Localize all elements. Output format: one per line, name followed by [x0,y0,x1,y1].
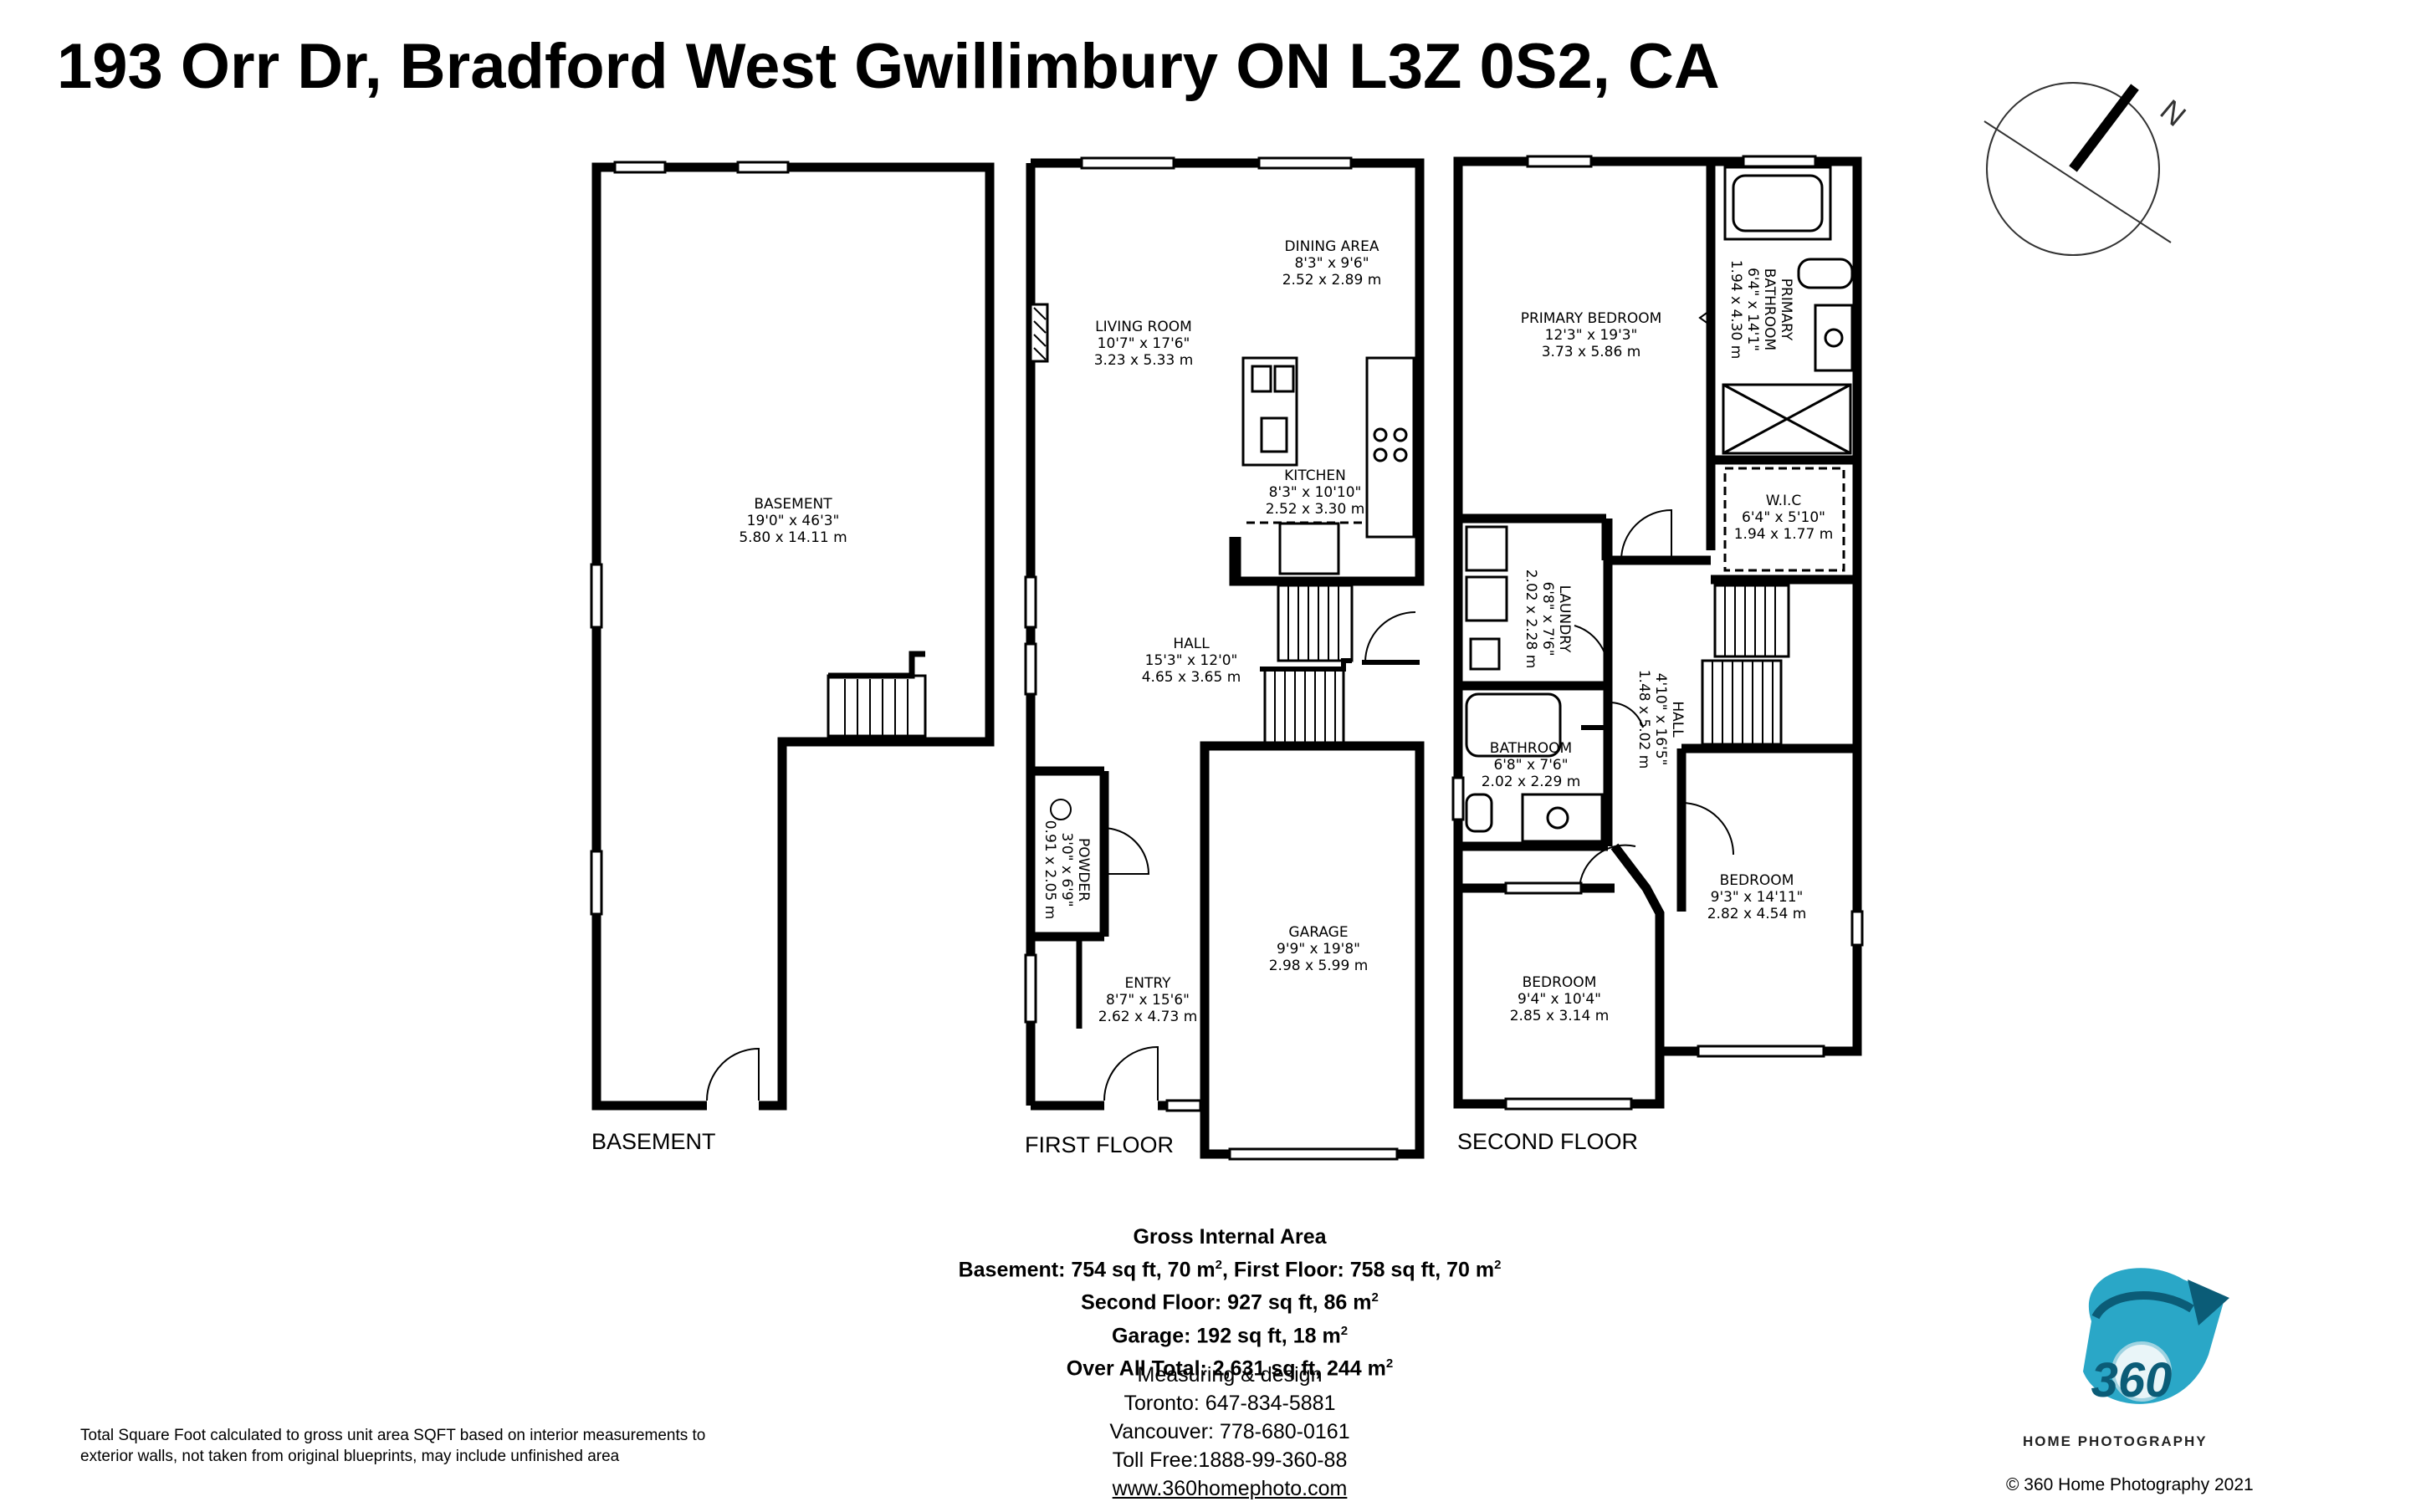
website-link[interactable]: www.360homephoto.com [1112,1477,1348,1500]
room-label-kitchen: KITCHEN 8'3" x 10'10" 2.52 x 3.30 m [1266,467,1365,518]
room-label-bedroom-right: BEDROOM 9'3" x 14'11" 2.82 x 4.54 m [1707,872,1807,922]
svg-text:2.98 x 5.99 m: 2.98 x 5.99 m [1269,958,1369,974]
svg-text:1.94 x 4.30 m: 1.94 x 4.30 m [1727,260,1744,360]
svg-text:9'9" x 19'8": 9'9" x 19'8" [1277,941,1360,958]
page-title: 193 Orr Dr, Bradford West Gwillimbury ON… [57,31,1720,102]
svg-text:10'7" x 17'6": 10'7" x 17'6" [1098,335,1190,352]
logo-number: 360 [2091,1353,2173,1407]
basement-plan [590,161,995,1111]
svg-text:2.85 x 3.14 m: 2.85 x 3.14 m [1510,1008,1610,1024]
svg-text:1.94 x 1.77 m: 1.94 x 1.77 m [1734,526,1834,543]
floor-label-second: SECOND FLOOR [1457,1129,1638,1154]
svg-text:0.91 x 2.05 m: 0.91 x 2.05 m [1042,820,1058,920]
room-label-primary-bedroom: PRIMARY BEDROOM 12'3" x 19'3" 3.73 x 5.8… [1521,310,1662,360]
svg-text:PRIMARY: PRIMARY [1778,278,1794,341]
room-label-primary-bathroom: PRIMARY BATHROOM 6'4" x 14'1" 1.94 x 4.3… [1727,260,1794,360]
svg-text:BATHROOM: BATHROOM [1761,268,1778,350]
svg-text:1.48 x 5.02 m: 1.48 x 5.02 m [1635,670,1652,769]
room-label-wic: W.I.C 6'4" x 5'10" 1.94 x 1.77 m [1734,493,1834,543]
area-line-1: Basement: 754 sq ft, 70 m2, First Floor:… [958,1258,1502,1282]
svg-text:2.62 x 4.73 m: 2.62 x 4.73 m [1098,1009,1198,1025]
room-label-laundry: LAUNDRY 6'8" x 7'6" 2.02 x 2.28 m [1523,570,1573,669]
svg-text:6'8" x 7'6": 6'8" x 7'6" [1493,757,1568,774]
area-line-3: Garage: 192 sq ft, 18 m2 [1111,1323,1349,1347]
svg-text:BATHROOM: BATHROOM [1490,740,1572,757]
svg-text:15'3" x 12'0": 15'3" x 12'0" [1145,652,1238,669]
contact-line-1: Measuring & design [1137,1363,1323,1387]
contact-info: Measuring & design Toronto: 647-834-5881… [970,1361,1489,1503]
svg-text:HALL: HALL [1669,701,1686,738]
svg-text:6'4" x 14'1": 6'4" x 14'1" [1744,268,1761,351]
room-label-powder: POWDER 3'0" x 6'9" 0.91 x 2.05 m [1042,820,1092,920]
svg-text:BEDROOM: BEDROOM [1720,872,1794,889]
svg-text:4.65 x 3.65 m: 4.65 x 3.65 m [1142,669,1241,686]
copyright: © 360 Home Photography 2021 [2006,1475,2254,1494]
compass-north-label: N [2154,93,2193,133]
area-line-4: Over All Total: 2,631 sq ft, 244 m2 [1066,1356,1394,1381]
svg-text:2.82 x 4.54 m: 2.82 x 4.54 m [1707,906,1807,922]
svg-text:HALL: HALL [1173,636,1210,652]
room-label-hall-second: HALL 4'10" x 16'5" 1.48 x 5.02 m [1635,670,1686,769]
svg-text:BASEMENT: BASEMENT [754,496,832,513]
svg-text:6'8" x 7'6": 6'8" x 7'6" [1539,581,1556,656]
svg-text:4'10" x 16'5": 4'10" x 16'5" [1652,673,1669,766]
room-label-basement: BASEMENT 19'0" x 46'3" 5.80 x 14.11 m [739,496,847,546]
floor-label-first: FIRST FLOOR [1025,1132,1174,1157]
floor-label-basement: BASEMENT [591,1129,716,1154]
room-label-garage: GARAGE 9'9" x 19'8" 2.98 x 5.99 m [1269,924,1369,974]
svg-text:5.80 x 14.11 m: 5.80 x 14.11 m [739,529,847,546]
svg-text:8'3" x 10'10": 8'3" x 10'10" [1269,484,1362,501]
disclaimer-note: Total Square Foot calculated to gross un… [80,1427,706,1465]
svg-text:DINING AREA: DINING AREA [1285,238,1379,255]
svg-text:9'4" x 10'4": 9'4" x 10'4" [1518,991,1601,1008]
second-floor-plan [1451,155,1864,1111]
svg-text:9'3" x 14'11": 9'3" x 14'11" [1711,889,1804,906]
svg-text:12'3" x 19'3": 12'3" x 19'3" [1545,327,1638,344]
room-label-entry: ENTRY 8'7" x 15'6" 2.62 x 4.73 m [1098,975,1198,1025]
contact-vancouver: Vancouver: 778-680-0161 [1109,1420,1350,1443]
gross-internal-area: Gross Internal Area Basement: 754 sq ft,… [903,1223,1556,1382]
svg-text:3'0" x 6'9": 3'0" x 6'9" [1058,832,1075,907]
svg-text:3.23 x 5.33 m: 3.23 x 5.33 m [1094,352,1194,369]
north-compass: N [1983,82,2193,256]
svg-text:8'3" x 9'6": 8'3" x 9'6" [1294,255,1369,272]
room-label-living: LIVING ROOM 10'7" x 17'6" 3.23 x 5.33 m [1094,319,1194,369]
room-label-dining: DINING AREA 8'3" x 9'6" 2.52 x 2.89 m [1282,238,1382,289]
svg-text:W.I.C: W.I.C [1766,493,1802,509]
contact-tollfree: Toll Free:1888-99-360-88 [1112,1448,1348,1472]
svg-text:GARAGE: GARAGE [1288,924,1348,941]
room-label-bedroom-left: BEDROOM 9'4" x 10'4" 2.85 x 3.14 m [1510,974,1610,1024]
svg-text:19'0" x 46'3": 19'0" x 46'3" [747,513,840,529]
svg-text:2.02 x 2.29 m: 2.02 x 2.29 m [1482,774,1581,790]
svg-text:PRIMARY BEDROOM: PRIMARY BEDROOM [1521,310,1662,327]
svg-text:2.52 x 2.89 m: 2.52 x 2.89 m [1282,272,1382,289]
room-label-hall-first: HALL 15'3" x 12'0" 4.65 x 3.65 m [1142,636,1241,686]
svg-text:LAUNDRY: LAUNDRY [1556,585,1573,653]
svg-text:LIVING ROOM: LIVING ROOM [1095,319,1192,335]
svg-text:3.73 x 5.86 m: 3.73 x 5.86 m [1542,344,1641,360]
room-label-bathroom: BATHROOM 6'8" x 7'6" 2.02 x 2.29 m [1482,740,1581,790]
company-logo: 360 [2083,1268,2229,1407]
svg-text:BEDROOM: BEDROOM [1523,974,1597,991]
area-heading: Gross Internal Area [1133,1225,1327,1249]
svg-text:2.02 x 2.28 m: 2.02 x 2.28 m [1523,570,1539,669]
svg-text:2.52 x 3.30 m: 2.52 x 3.30 m [1266,501,1365,518]
logo-brand-text: Home Photography [2023,1433,2208,1449]
svg-text:KITCHEN: KITCHEN [1284,467,1346,484]
svg-text:ENTRY: ENTRY [1125,975,1172,992]
first-floor-plan [1024,156,1425,1161]
svg-text:POWDER: POWDER [1075,838,1092,902]
svg-text:8'7" x 15'6": 8'7" x 15'6" [1106,992,1190,1009]
area-line-2: Second Floor: 927 sq ft, 86 m2 [1081,1290,1379,1315]
contact-toronto: Toronto: 647-834-5881 [1123,1392,1336,1415]
svg-text:6'4" x 5'10": 6'4" x 5'10" [1742,509,1825,526]
